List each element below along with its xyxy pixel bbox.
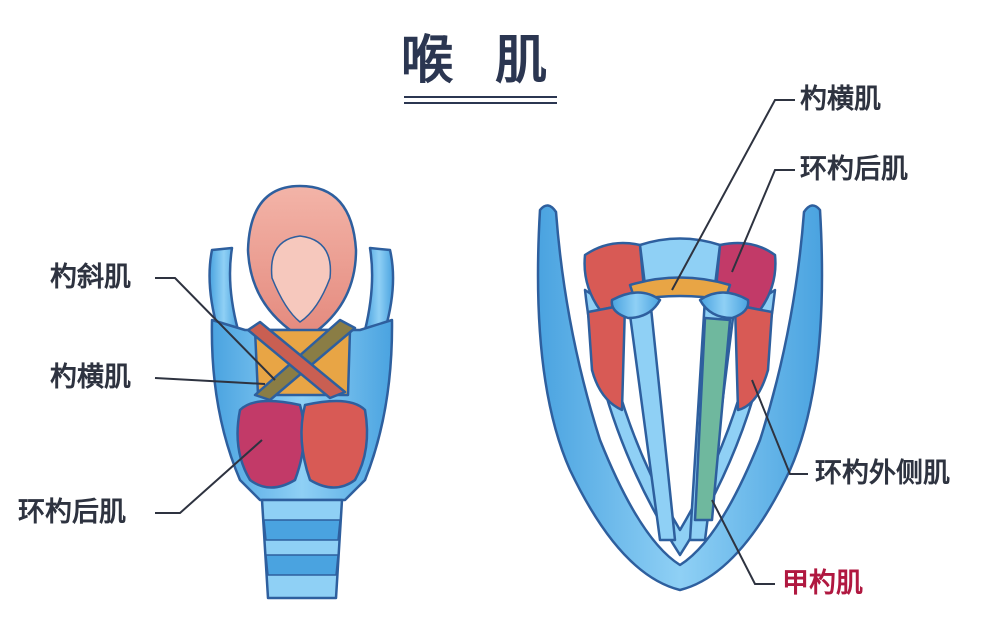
- leader-thyroarytenoid: [711, 499, 775, 585]
- oblique-arytenoid-band-2: [246, 320, 347, 400]
- page-title: 喉 肌: [400, 31, 560, 91]
- trachea-ring-1: [263, 519, 341, 541]
- right-superior-horn: [363, 246, 395, 332]
- leader-lateral-right: [751, 379, 808, 475]
- leader-transverse: [154, 377, 266, 385]
- title-underline-bottom: [404, 102, 557, 104]
- left-posterior-cricoarytenoid: [236, 399, 306, 489]
- cricoid-lamina: [638, 237, 722, 287]
- label-posterior-cricoarytenoid-left: 环杓后肌: [18, 497, 126, 528]
- trachea: [260, 498, 344, 600]
- label-transverse-arytenoid-left: 杓横肌: [50, 362, 131, 393]
- right-arytenoid: [698, 291, 750, 320]
- right-lateral-cricoarytenoid: [733, 303, 774, 412]
- trachea-ring-2: [265, 554, 339, 576]
- thyroid-cartilage-v: [536, 204, 824, 592]
- left-arytenoid: [610, 291, 662, 320]
- title-underline-top: [404, 96, 557, 98]
- label-posterior-cricoarytenoid-right: 环杓后肌: [800, 154, 908, 185]
- cricoid-ring: [583, 288, 777, 557]
- leader-oblique: [155, 277, 276, 381]
- epiglottis-inner: [270, 235, 332, 323]
- right-leader-lines: [671, 99, 808, 585]
- thyroarytenoid-muscle: [693, 316, 732, 522]
- label-transverse-arytenoid-right: 杓横肌: [800, 84, 881, 115]
- leader-posterior: [155, 439, 263, 514]
- leader-transverse-right: [671, 99, 795, 291]
- label-oblique-arytenoid: 杓斜肌: [50, 262, 131, 293]
- superior-view: [536, 204, 824, 592]
- leader-posterior-right: [731, 169, 795, 273]
- right-posterior-cricoarytenoid: [300, 399, 369, 489]
- label-thyroarytenoid: 甲杓肌: [782, 568, 863, 599]
- left-lateral-cricoarytenoid: [586, 303, 627, 412]
- label-lateral-cricoarytenoid: 环杓外侧肌: [815, 458, 950, 489]
- posterior-view: [208, 184, 395, 600]
- left-leader-lines: [154, 277, 276, 514]
